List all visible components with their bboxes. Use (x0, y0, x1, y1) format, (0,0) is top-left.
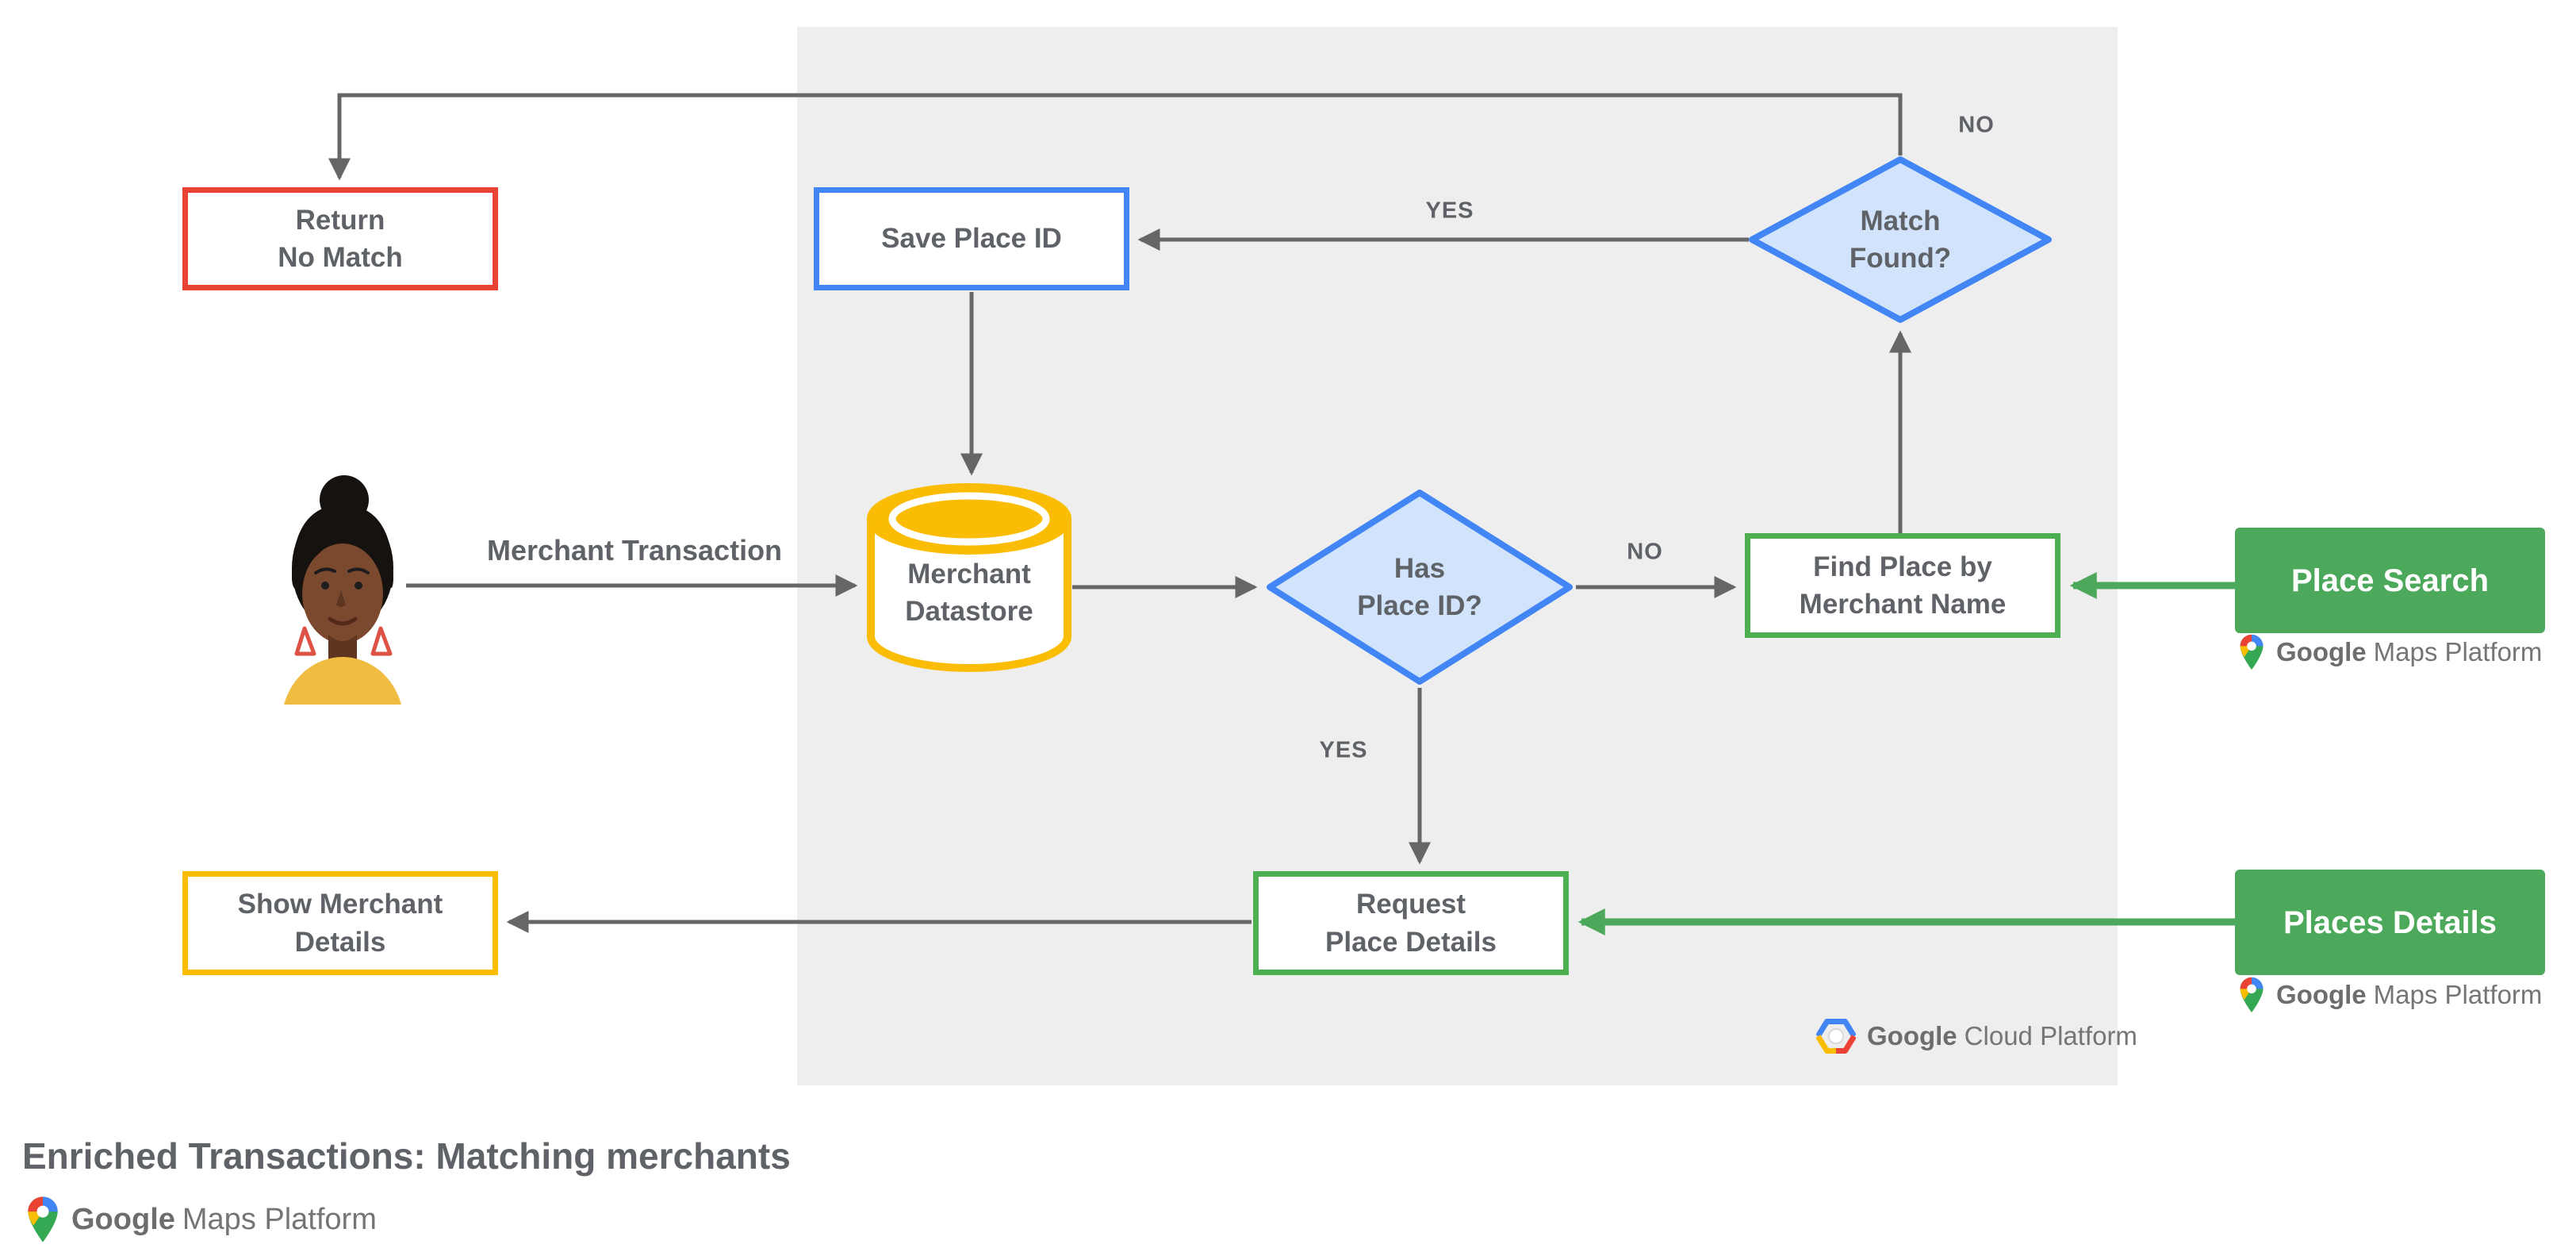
lockup-google-text: Google (71, 1202, 175, 1236)
lockup-google-text: Google (2276, 637, 2367, 666)
diamond-shape (1267, 490, 1573, 685)
node-has-place-id: Has Place ID? (1265, 488, 1574, 686)
page-title: Enriched Transactions: Matching merchant… (22, 1135, 791, 1177)
google-maps-pin-icon (2238, 976, 2265, 1014)
label-has-place-id-yes: YES (1319, 737, 1368, 763)
cylinder-shape (867, 483, 1071, 672)
diamond-label: Match Found? (1849, 205, 1952, 274)
node-save-place-id: Save Place ID (814, 187, 1129, 290)
lockup-google-text: Google (1867, 1021, 1957, 1050)
label-match-found-yes: YES (1425, 198, 1474, 224)
diamond-shape (1749, 156, 2052, 323)
label-has-place-id-no: NO (1627, 539, 1663, 565)
diamond-label: Has Place ID? (1357, 552, 1482, 621)
node-request-place-details: Request Place Details (1253, 871, 1569, 975)
node-return-no-match: Return No Match (182, 187, 498, 290)
lockup-product-text: Maps Platform (2373, 980, 2543, 1009)
node-find-place-by-merchant-name: Find Place by Merchant Name (1745, 533, 2060, 638)
node-merchant-datastore: Merchant Datastore (866, 479, 1072, 678)
node-place-search: Place Search (2235, 528, 2545, 633)
gmp-lockup-places-details: Google Maps Platform (2238, 976, 2542, 1014)
gcp-lockup: Google Cloud Platform (1816, 1019, 2137, 1054)
node-places-details: Places Details (2235, 870, 2545, 975)
lockup-product-text: Cloud Platform (1964, 1021, 2137, 1050)
google-maps-pin-icon (2238, 633, 2265, 671)
node-match-found: Match Found? (1747, 155, 2053, 325)
node-show-merchant-details: Show Merchant Details (182, 871, 498, 975)
edge-matchfound-no (328, 93, 1903, 181)
lockup-google-text: Google (2276, 980, 2367, 1009)
gmp-lockup-place-search: Google Maps Platform (2238, 633, 2542, 671)
lockup-product-text: Maps Platform (182, 1202, 377, 1236)
gmp-lockup-footer: Google Maps Platform (25, 1195, 377, 1244)
label-match-found-no: NO (1958, 112, 1995, 138)
cylinder-label: Merchant Datastore (905, 559, 1033, 628)
label-merchant-transaction: Merchant Transaction (486, 534, 783, 566)
user-avatar (284, 475, 401, 705)
google-maps-pin-icon (25, 1195, 60, 1244)
google-cloud-hexagon-icon (1816, 1019, 1856, 1054)
lockup-product-text: Maps Platform (2373, 637, 2543, 666)
